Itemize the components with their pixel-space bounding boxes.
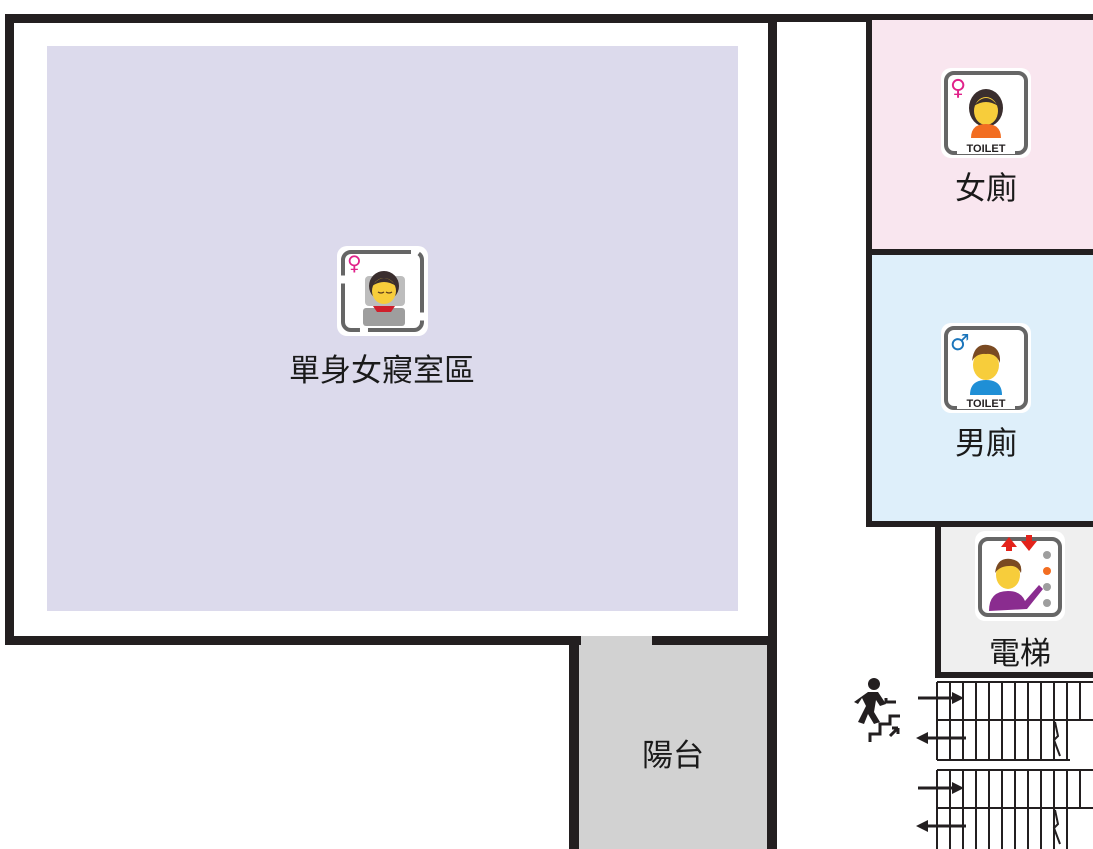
mens-toilet-label: 男廁 [955, 426, 1017, 462]
stairs-up-arrow-1 [918, 692, 964, 704]
stairs-down-arrow-1 [916, 732, 966, 744]
svg-text:♂: ♂ [950, 331, 970, 356]
dorm-label: 單身女寢室區 [289, 353, 475, 389]
balcony-door-gap [581, 636, 652, 645]
svg-text:♀: ♀ [347, 251, 362, 275]
lower-stair-flight [936, 769, 1093, 849]
balcony-right-wall [767, 636, 777, 849]
male-toilet-icon: ♂ TOILET [941, 323, 1031, 413]
womens-toilet-sign-text: TOILET [967, 143, 1006, 155]
stairs-area[interactable] [850, 676, 1093, 849]
female-dorm-icon: ♀ [337, 246, 428, 336]
elevator-icon [975, 531, 1065, 621]
female-toilet-icon: ♀ TOILET [941, 68, 1031, 158]
stairs-icon [854, 678, 900, 742]
svg-text:♀: ♀ [950, 76, 966, 101]
stairs-up-arrow-2 [918, 782, 964, 794]
womens-toilet-label: 女廁 [955, 171, 1017, 207]
stairs-down-arrow-2 [916, 820, 966, 832]
balcony-label: 陽台 [642, 738, 704, 774]
balcony-top-wall-left [569, 636, 581, 645]
upper-stair-flight [936, 681, 1093, 761]
balcony-left-wall [569, 636, 579, 849]
elevator-label: 電梯 [989, 636, 1051, 672]
mens-toilet-sign-text: TOILET [967, 398, 1006, 410]
balcony-top-wall-right [652, 636, 774, 645]
balcony-room[interactable] [575, 636, 772, 849]
